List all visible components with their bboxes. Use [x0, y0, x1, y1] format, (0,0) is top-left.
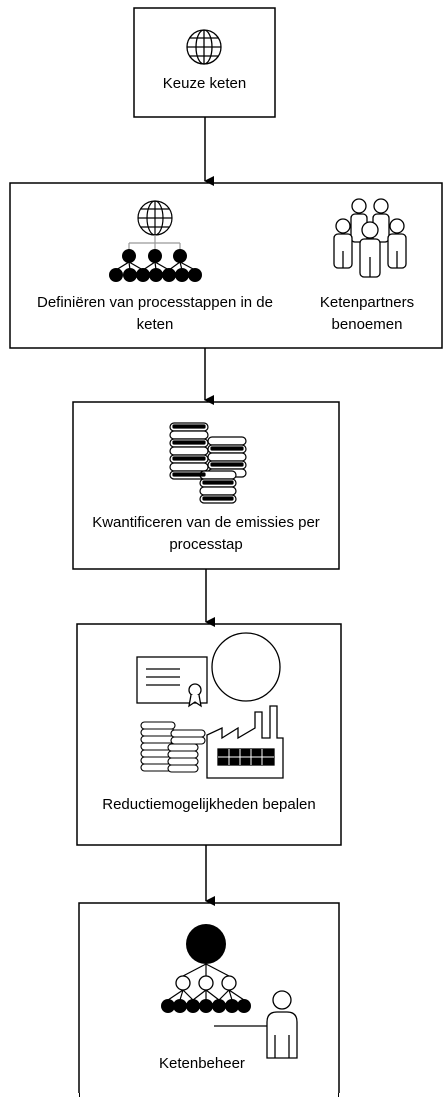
globe-network-icon: [109, 200, 202, 282]
certificate-icon: [136, 656, 208, 708]
hierarchy-network-icon: [161, 924, 251, 1013]
factory-icon: [206, 705, 284, 779]
label-definieren: Definiëren van processtappen in de keten: [37, 294, 273, 333]
coin-stacks-icon-small: [140, 721, 206, 773]
label-reductie: Reductiemogelijkheden bepalen: [102, 796, 316, 813]
circle-icon: [211, 632, 281, 702]
label-keuze-keten: Keuze keten: [162, 75, 247, 92]
coin-stacks-icon: [169, 422, 247, 504]
label-ketenpartners: Ketenpartners benoemen: [319, 294, 415, 333]
people-group-icon: [333, 198, 407, 278]
person-icon: [214, 990, 298, 1059]
label-ketenbeheer: Ketenbeheer: [159, 1055, 245, 1072]
label-kwantificeren: Kwantificeren van de emissies per proces…: [92, 514, 320, 553]
globe-icon: [186, 29, 222, 65]
